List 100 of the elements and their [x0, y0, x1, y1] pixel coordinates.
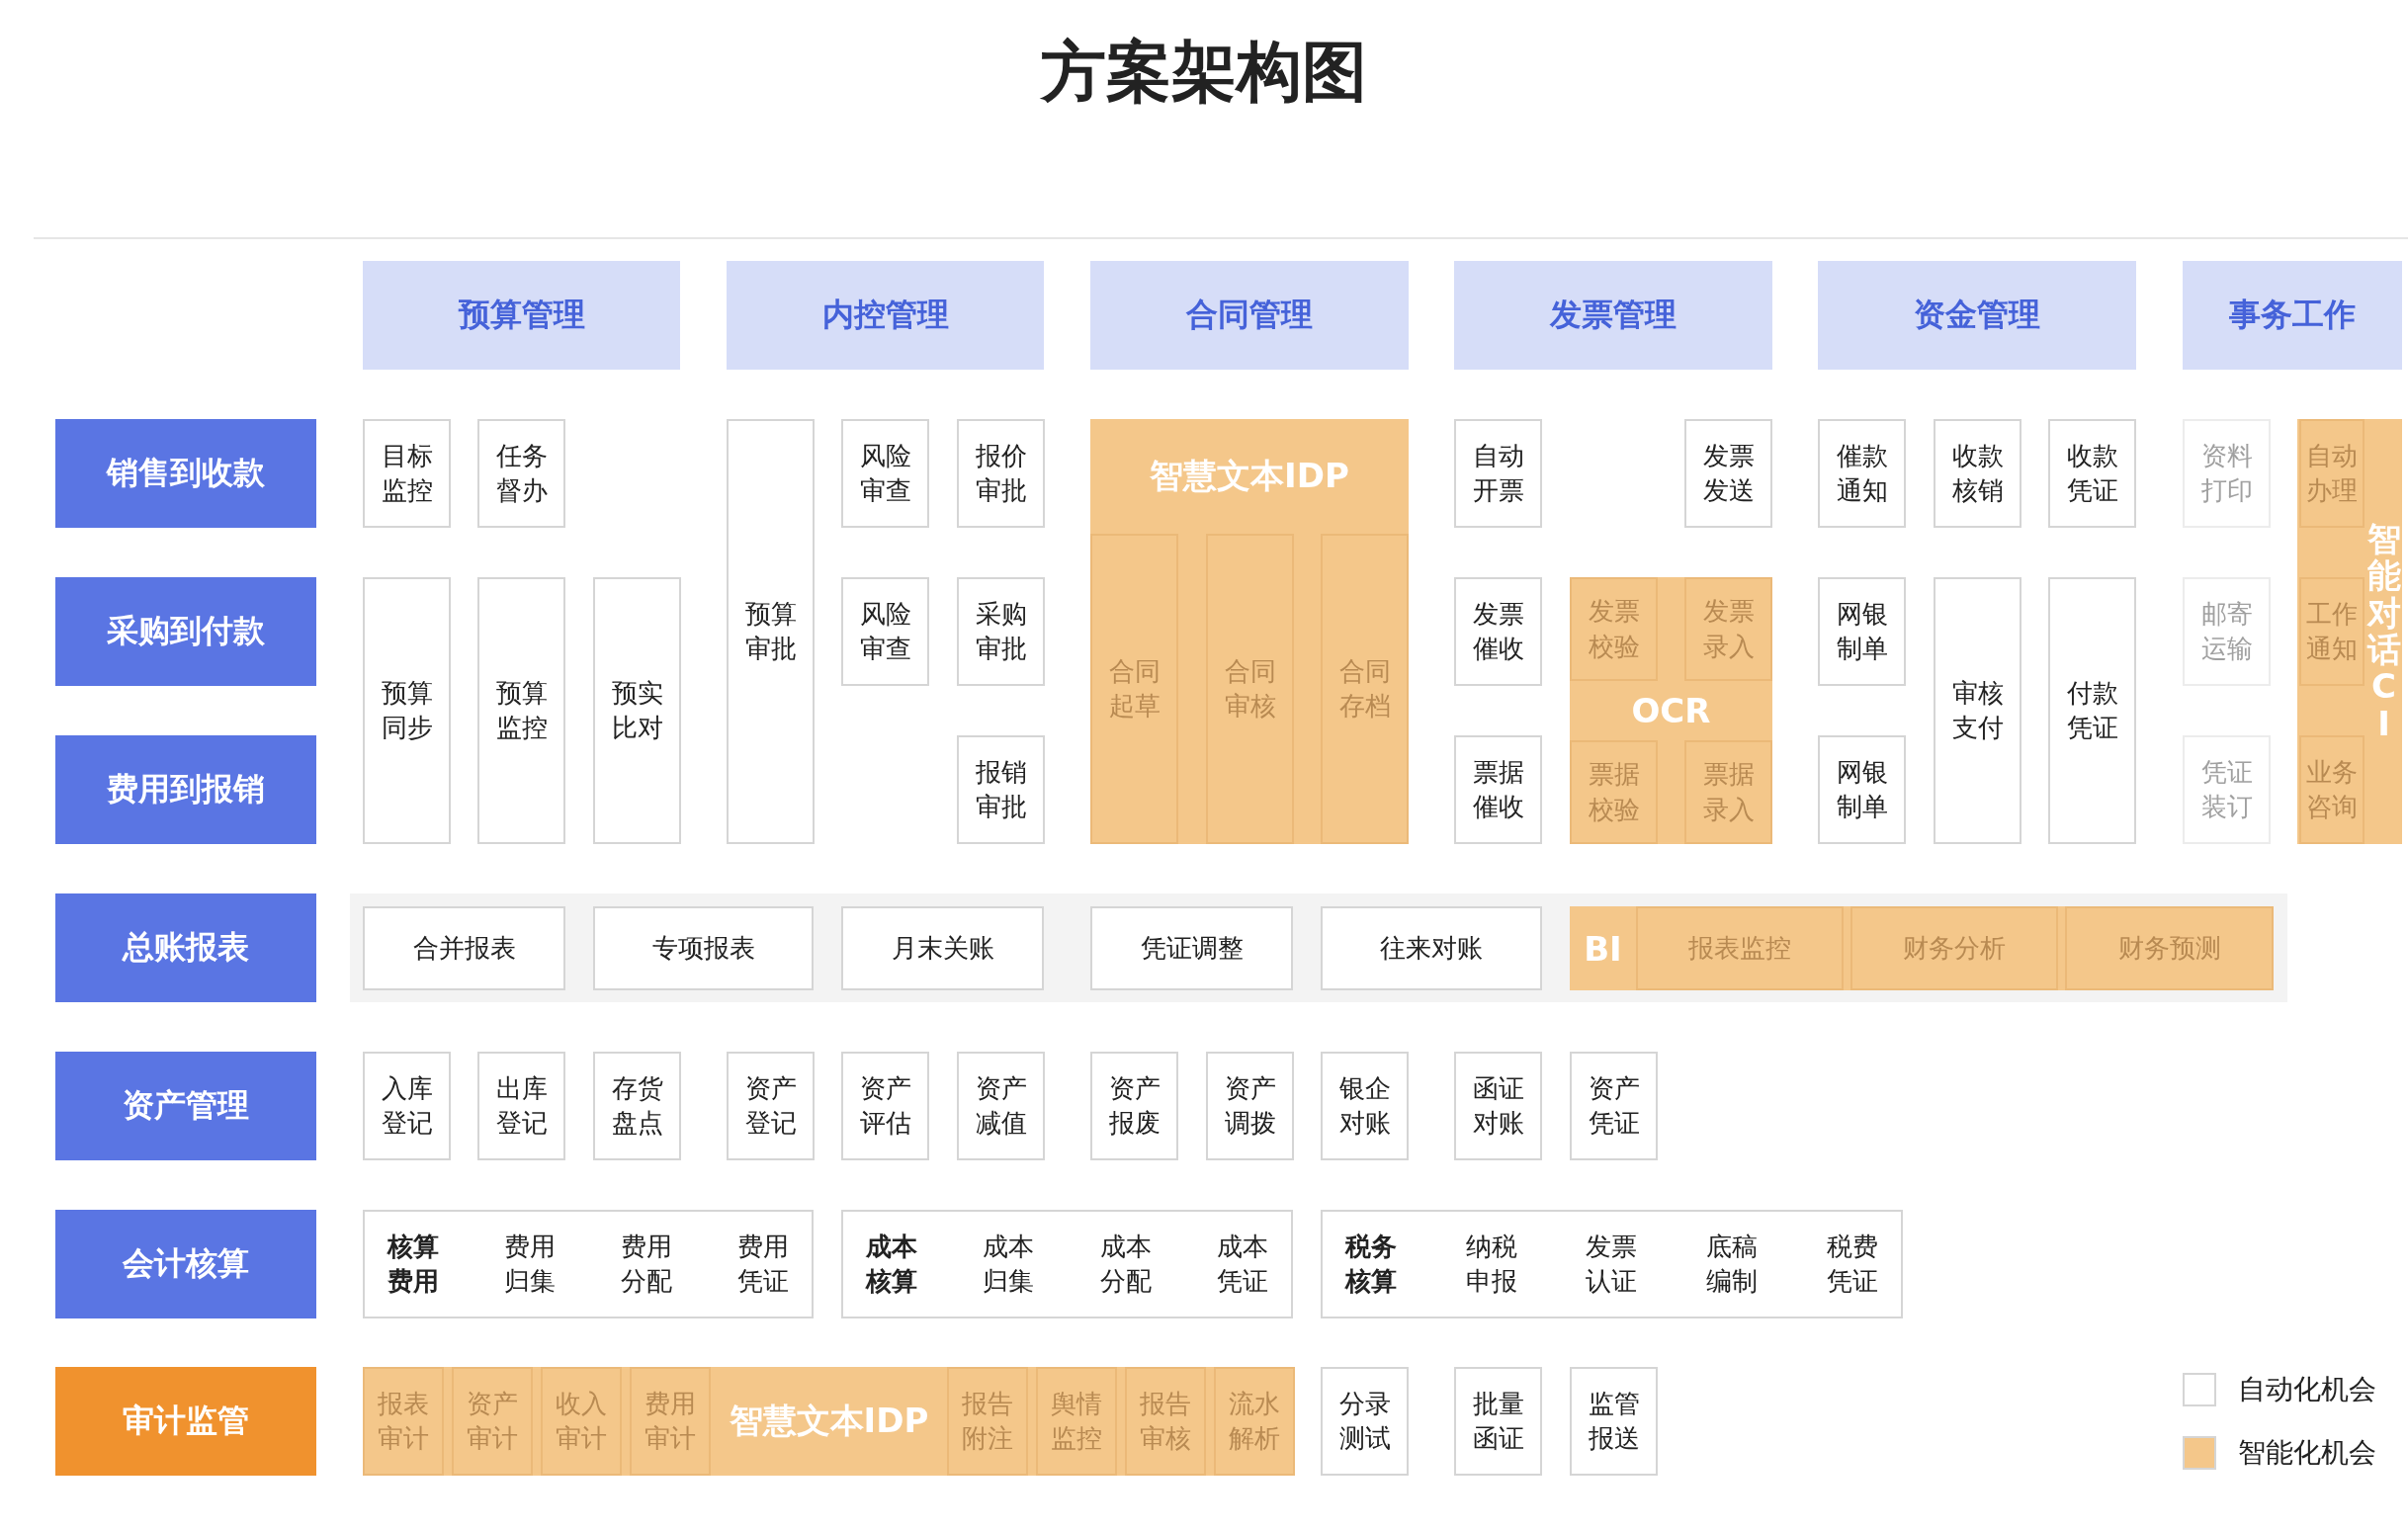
task-box	[593, 906, 814, 990]
task-tile	[630, 1367, 711, 1476]
capability-panel	[363, 1367, 1295, 1476]
task-box	[1934, 577, 2021, 844]
task-text: 凭证调整	[1140, 931, 1244, 965]
task-text: 费用归集	[503, 1230, 558, 1298]
task-text: 报告附注	[961, 1387, 1014, 1455]
task-text: 资产审计	[466, 1387, 519, 1455]
task-text: 专项报表	[651, 931, 755, 965]
column-header	[363, 261, 680, 370]
task-tile	[2299, 419, 2365, 528]
task-text: 底稿编制	[1705, 1230, 1760, 1298]
task-text: 资料打印	[2199, 439, 2254, 507]
task-text: 财务分析	[1903, 931, 2006, 965]
task-tile	[1321, 534, 1409, 844]
task-text: 成本凭证	[1215, 1230, 1269, 1298]
task-box	[1454, 577, 1542, 686]
task-text: 舆情监控	[1050, 1387, 1103, 1455]
row-label	[55, 577, 316, 686]
task-text: 自动开票	[1471, 439, 1525, 507]
legend-text: 自动化机会	[2238, 1372, 2376, 1407]
task-text: 发票校验	[1587, 595, 1641, 663]
task-text: 网银制单	[1835, 597, 1889, 665]
task-tile	[1684, 740, 1772, 844]
capability-panel	[1570, 906, 2274, 990]
task-box	[593, 577, 681, 844]
task-text: 报表审计	[377, 1387, 430, 1455]
task-text: 审核支付	[1950, 676, 2005, 744]
task-text: 费用分配	[619, 1230, 673, 1298]
header-text: 合同管理	[1186, 295, 1313, 336]
task-list-box	[841, 1210, 1293, 1318]
header-text: 发票管理	[1550, 295, 1677, 336]
task-text: 风险审查	[858, 439, 912, 507]
task-box	[841, 1052, 929, 1160]
task-box	[1321, 1367, 1409, 1476]
task-box	[1454, 735, 1542, 844]
task-tile	[541, 1367, 622, 1476]
task-box	[841, 419, 929, 528]
row-label-text: 总账报表	[123, 927, 249, 969]
task-tile	[1570, 577, 1658, 681]
capability-panel	[1090, 419, 1409, 844]
task-text: 目标监控	[380, 439, 434, 507]
task-text: 工作通知	[2305, 597, 2359, 665]
diagram-title: 方案架构图	[1039, 33, 1368, 112]
task-text: 报告审核	[1139, 1387, 1192, 1455]
task-box	[1454, 1367, 1542, 1476]
band-background	[350, 893, 2287, 1002]
header-text: 预算管理	[458, 295, 585, 336]
task-box	[1818, 419, 1906, 528]
legend-text: 智能化机会	[2238, 1435, 2376, 1471]
task-text: 收款核销	[1950, 439, 2005, 507]
task-box	[477, 1052, 565, 1160]
task-box	[1206, 1052, 1294, 1160]
row-label	[55, 1210, 316, 1318]
task-text: 纳税申报	[1464, 1230, 1518, 1298]
row-label	[55, 419, 316, 528]
task-box	[1321, 906, 1542, 990]
task-text: 票据催收	[1471, 755, 1525, 823]
task-text: 收款凭证	[2065, 439, 2119, 507]
task-text: 函证对账	[1471, 1071, 1525, 1140]
task-tile	[363, 1367, 444, 1476]
task-text: 批量函证	[1471, 1387, 1525, 1455]
task-text: 存货盘点	[610, 1071, 664, 1140]
header-text: 内控管理	[821, 295, 949, 336]
task-box	[1570, 1052, 1658, 1160]
task-tile	[1036, 1367, 1117, 1476]
task-box	[363, 419, 451, 528]
task-text: 财务预测	[2117, 931, 2221, 965]
task-text: 入库登记	[380, 1071, 434, 1140]
task-text: 费用审计	[644, 1387, 697, 1455]
task-text: 合同存档	[1337, 654, 1392, 722]
task-tile	[1125, 1367, 1206, 1476]
task-text: 票据校验	[1587, 758, 1641, 826]
task-text: 预算审批	[743, 597, 798, 665]
task-box	[363, 1052, 451, 1160]
task-text: 邮寄运输	[2199, 597, 2254, 665]
task-text: 成本分配	[1098, 1230, 1153, 1298]
panel-label: OCR	[1631, 691, 1711, 730]
task-text: 预算监控	[494, 676, 549, 744]
task-tile	[2065, 906, 2274, 990]
task-tile	[2299, 735, 2365, 844]
task-box	[957, 1052, 1045, 1160]
row-label-text: 资产管理	[123, 1085, 249, 1127]
task-text: 发票催收	[1471, 597, 1525, 665]
task-text: 税务核算	[1344, 1230, 1399, 1298]
task-box	[1684, 419, 1772, 528]
task-box	[1818, 577, 1906, 686]
task-box	[727, 419, 815, 844]
task-box	[477, 577, 565, 844]
task-box	[1090, 906, 1293, 990]
capability-panel	[1570, 577, 1772, 844]
column-header	[1090, 261, 1409, 370]
task-text: 资产评估	[858, 1071, 912, 1140]
task-text: 票据录入	[1701, 758, 1756, 826]
task-text: 资产登记	[743, 1071, 798, 1140]
column-header	[727, 261, 1044, 370]
row-label	[55, 893, 316, 1002]
task-box	[957, 577, 1045, 686]
task-box	[1454, 419, 1542, 528]
header-text: 事务工作	[2229, 295, 2356, 336]
